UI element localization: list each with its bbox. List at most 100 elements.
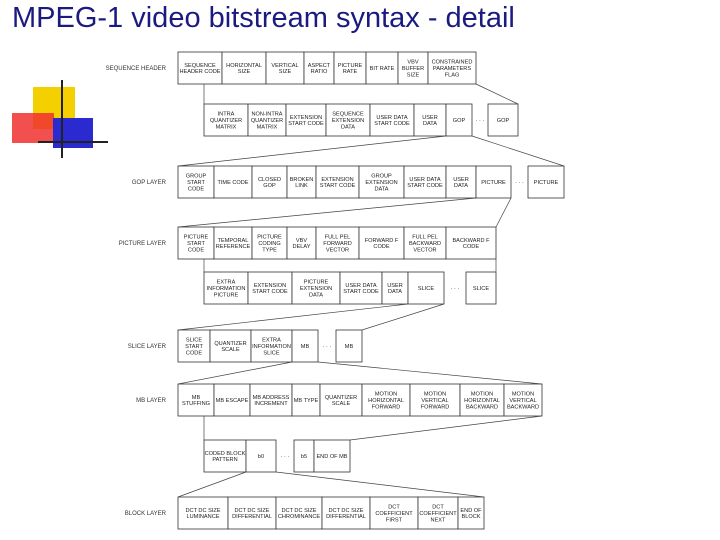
syntax-field-box xyxy=(249,383,293,417)
syntax-field-text: b0 xyxy=(258,454,264,460)
syntax-field-box xyxy=(265,51,305,85)
syntax-field-cell: b5 xyxy=(293,439,315,473)
syntax-field-cell: PICTURE xyxy=(475,165,512,199)
syntax-field-text: INCREMENT xyxy=(254,401,288,407)
syntax-field-text: BACKWARD xyxy=(466,404,498,410)
syntax-field-box xyxy=(445,165,477,199)
syntax-field-text: COEFFICIENT xyxy=(375,511,413,517)
syntax-field-box xyxy=(465,271,497,305)
syntax-field-cell: SLICE xyxy=(407,271,445,305)
syntax-field-text: SLICE xyxy=(263,350,279,356)
syntax-field-box xyxy=(427,51,477,85)
syntax-field-box xyxy=(291,383,321,417)
syntax-field-box xyxy=(286,165,317,199)
ellipsis-gap: · · · xyxy=(323,344,332,350)
syntax-field-text: DATA xyxy=(388,289,402,295)
syntax-field-text: START CODE xyxy=(343,289,379,295)
syntax-field-text: EXTENSION xyxy=(300,286,332,292)
syntax-field-text: FORWARD xyxy=(372,404,401,410)
layer-label: MB LAYER xyxy=(136,398,167,404)
syntax-field-text: GOP xyxy=(497,118,510,124)
syntax-field-box xyxy=(487,103,519,137)
syntax-field-box xyxy=(213,383,251,417)
syntax-field-text: RATIO xyxy=(311,69,328,75)
syntax-field-text: FORWARD F xyxy=(365,238,399,244)
syntax-field-text: COEFFICIENT xyxy=(419,511,457,517)
syntax-field-box xyxy=(417,496,459,530)
syntax-field-text: MB xyxy=(345,344,354,350)
syntax-field-text: QUANTIZER xyxy=(210,118,242,124)
syntax-field-box xyxy=(251,226,288,260)
syntax-field-box xyxy=(358,226,405,260)
syntax-field-text: FORWARD xyxy=(323,241,352,247)
deco-red-square xyxy=(12,113,54,143)
syntax-field-cell: GOP xyxy=(487,103,519,137)
syntax-field-text: PICTURE xyxy=(184,235,209,241)
syntax-field-box xyxy=(407,271,445,305)
syntax-field-text: b5 xyxy=(301,454,307,460)
syntax-field-text: SEQUENCE xyxy=(332,112,364,118)
ellipsis-gap: · · · xyxy=(281,454,290,460)
syntax-field-text: MB xyxy=(192,395,201,401)
syntax-field-box xyxy=(503,383,543,417)
syntax-field-text: START CODE xyxy=(252,289,288,295)
layer-label: GOP LAYER xyxy=(132,180,167,186)
syntax-field-text: DCT xyxy=(388,505,400,511)
syntax-field-text: MB TYPE xyxy=(294,398,319,404)
syntax-field-text: SEQUENCE xyxy=(184,63,216,69)
syntax-field-box xyxy=(403,226,447,260)
syntax-field-text: PICTURE xyxy=(481,180,506,186)
syntax-field-cell: SLICE xyxy=(465,271,497,305)
syntax-field-box xyxy=(247,103,287,137)
syntax-field-text: PICTURE xyxy=(304,280,329,286)
syntax-field-text: RATE xyxy=(343,69,358,75)
syntax-field-text: VECTOR xyxy=(413,247,436,253)
syntax-field-cell: END OF MB xyxy=(313,439,351,473)
zoom-connector-line xyxy=(177,135,447,167)
syntax-field-text: PICTURE xyxy=(257,235,282,241)
syntax-field-text: START CODE xyxy=(288,121,324,127)
syntax-field-text: DCT DC SIZE xyxy=(281,508,316,514)
syntax-field-text: BACKWARD F xyxy=(452,238,490,244)
syntax-field-text: GROUP xyxy=(371,174,392,180)
syntax-field-text: INFORMATION xyxy=(207,286,246,292)
syntax-field-cell: MB xyxy=(335,329,363,363)
syntax-field-cell: PICTURE xyxy=(527,165,565,199)
syntax-field-text: MB ESCAPE xyxy=(216,398,249,404)
syntax-field-text: MOTION xyxy=(375,392,397,398)
syntax-field-text: MB ADDRESS xyxy=(253,395,290,401)
syntax-field-text: GROUP xyxy=(186,174,207,180)
syntax-field-text: HORIZONTAL xyxy=(368,398,404,404)
syntax-field-text: CODE xyxy=(188,247,204,253)
layer-label: BLOCK LAYER xyxy=(125,511,167,517)
syntax-field-box xyxy=(315,226,360,260)
syntax-field-text: MOTION xyxy=(512,392,534,398)
syntax-field-box xyxy=(413,103,447,137)
zoom-connector-line xyxy=(177,471,247,498)
syntax-field-box xyxy=(291,271,341,305)
syntax-field-text: PICTURE xyxy=(534,180,559,186)
syntax-field-text: NEXT xyxy=(431,517,447,523)
syntax-field-text: CODING xyxy=(258,241,280,247)
syntax-field-box xyxy=(397,51,429,85)
